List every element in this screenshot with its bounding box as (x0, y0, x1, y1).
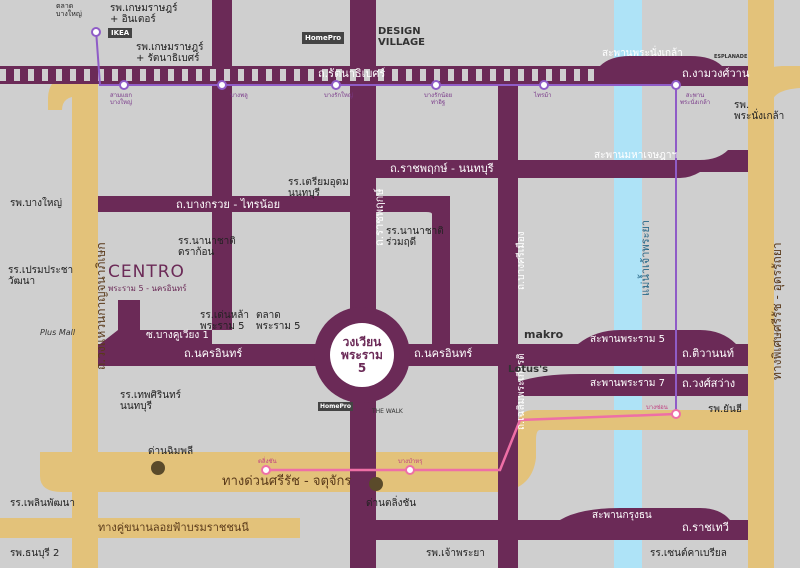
bridge-label: สะพานพระราม 7 (590, 378, 665, 389)
pink-line (266, 412, 677, 472)
station-label: บางรักน้อยท่าอิฐ (424, 92, 453, 106)
project-marker: CENTRO พระราม 5 - นครอินทร์ (108, 262, 198, 300)
station-label: ไทรม้า (534, 92, 552, 99)
road-label: ถ.งามวงศ์วาน (682, 67, 750, 80)
place-label: รร.นานาชาติร่วมฤดี (386, 226, 444, 248)
place-label: รพ.ยันฮี (708, 404, 742, 415)
road-label: ทางคู่ขนานลอยฟ้าบรมราชชนนี (98, 521, 249, 534)
bridge-label: สะพานพระนั่งเกล้า (602, 48, 683, 59)
road-label: ถ.บางกรวย - ไทรน้อย (176, 198, 281, 211)
lotus-logo: Lotus's (508, 364, 549, 375)
road-label: ถ.ราชเทวี (682, 521, 729, 534)
ikea-logo: IKEA (108, 28, 133, 38)
homepro-logo: HomePro (302, 32, 345, 44)
toll-icon (151, 461, 165, 475)
place-label: รพ.บางใหญ่ (10, 198, 62, 209)
river-label: แม่น้ำเจ้าพระยา (639, 219, 652, 296)
place-label: ด่านฉิมพลี (148, 446, 194, 457)
road-label: ถ.นครอินทร์ (184, 347, 243, 360)
station-label: สะพานพระนั่งเกล้า (680, 92, 711, 106)
project-subtitle: พระราม 5 - นครอินทร์ (108, 284, 187, 293)
station-label: บางบำหรุ (398, 458, 423, 465)
road-label: ทางพิเศษศรีรัช - อุดรรัถยา (770, 242, 784, 380)
road-label: ถ.วงศ์สว่าง (682, 377, 736, 390)
station-label: บางซ่อน (646, 404, 668, 411)
station-label: บางรักใหญ่ (324, 92, 353, 99)
bridge-label: สะพานกรุงธน (592, 510, 652, 521)
place-label: รพ.เกษมราษฎร์+ อินเตอร์ (110, 3, 178, 25)
road-label: ถ.บางศรีเมือง (516, 231, 527, 290)
place-label: รร.เปรมประชาวัฒนา (8, 265, 74, 287)
roundabout-center (330, 323, 394, 387)
road-label: ถ.รัตนาธิเบศร์ (318, 67, 386, 80)
toll-icon (369, 477, 383, 491)
place-label: รร.เตรียมอุดมนนทบุรี (288, 177, 349, 199)
place-label: รร.นานาชาติดราก้อน (178, 236, 236, 258)
plus-mall-logo: Plus Mall (40, 328, 76, 337)
road-label: ซ.บางคูเวียง 1 (146, 330, 209, 341)
station-label: บางพลู (230, 92, 248, 99)
bridge-label: สะพานมหาเจษฎาฯ (594, 150, 678, 161)
road-label: ถ.ติวานนท์ (682, 347, 734, 360)
the-walk-logo: THE WALK (372, 408, 403, 415)
stations (91, 27, 681, 475)
place-label: ตลาดบางใหญ่ (56, 2, 82, 18)
place-label: รพ.เกษมราษฎร์+ รัตนาธิเบศร์ (136, 42, 204, 64)
place-label: รร.เซนต์คาเบรียล (650, 548, 727, 559)
place-label: รร.เด่นหล้าพระราม 5 (200, 310, 250, 332)
place-label: รพ.ธนบุรี 2 (10, 548, 60, 559)
purple-line (95, 29, 677, 412)
station-label: ตลิ่งชัน (258, 458, 277, 465)
makro-logo: makro (524, 328, 564, 341)
place-label: รร.เทพศิรินทร์นนทบุรี (120, 390, 182, 412)
roundabout-label: วงเวียน พระราม 5 (341, 335, 383, 375)
esplanade-logo: ESPLANADE (714, 54, 748, 60)
homepro-logo: HomePro (318, 402, 353, 411)
bridge-label: สะพานพระราม 5 (590, 334, 665, 345)
station-label: สามแยกบางใหญ่ (110, 92, 133, 106)
road-label: ถ.ราชพฤกษ์ - นนทบุรี (390, 162, 494, 175)
river (614, 0, 642, 568)
road-label: ทางด่วนศรีรัช - จตุจักร (222, 474, 352, 489)
place-label: ด่านตลิ่งชัน (366, 498, 417, 509)
place-label: รร.เพลินพัฒนา (10, 498, 75, 509)
place-label: รพ.เจ้าพระยา (426, 548, 485, 559)
place-label: รพ.พระนั่งเกล้า (734, 100, 785, 122)
project-name: CENTRO (108, 262, 185, 282)
place-label: ตลาดพระราม 5 (256, 310, 301, 332)
road-label: ถ.นครอินทร์ (414, 347, 473, 360)
